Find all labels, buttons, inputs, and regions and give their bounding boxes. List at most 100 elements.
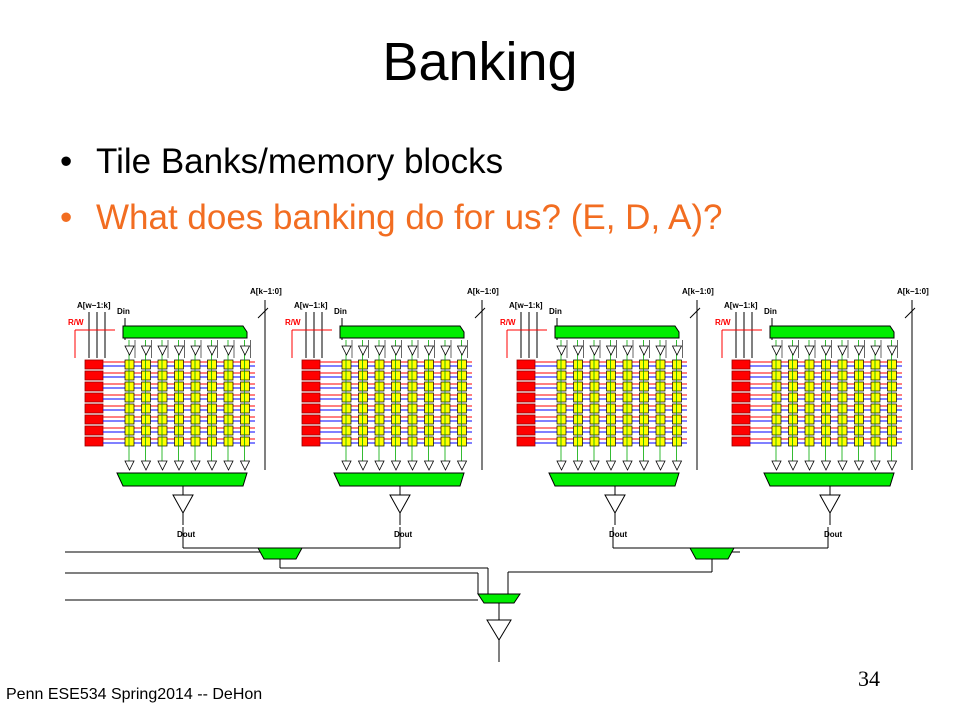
memory-cell: [655, 392, 666, 403]
memory-cell: [358, 359, 368, 370]
memory-cell: [870, 436, 881, 447]
memory-cell: [124, 425, 135, 436]
memory-cell: [771, 370, 782, 381]
memory-cell: [457, 403, 467, 414]
write-driver: [870, 345, 881, 356]
memory-cell: [124, 359, 135, 370]
dout-label: Dout: [394, 530, 413, 539]
memory-cell: [190, 370, 201, 381]
memory-cell: [391, 414, 401, 425]
memory-cell: [391, 381, 401, 392]
memory-cell: [870, 403, 881, 414]
memory-cell: [374, 392, 385, 403]
memory-cell: [821, 392, 831, 403]
memory-cell: [358, 436, 368, 447]
memory-cell: [837, 392, 848, 403]
memory-cell: [589, 370, 600, 381]
memory-cell: [573, 359, 583, 370]
sense-amp: [407, 460, 418, 471]
memory-cell: [788, 425, 798, 436]
sense-amp: [341, 460, 352, 471]
decoder-cell: [301, 425, 321, 436]
memory-cell: [157, 436, 168, 447]
memory-cell: [157, 425, 168, 436]
column-mux-bottom: [548, 472, 680, 487]
memory-cell: [788, 414, 798, 425]
memory-cell: [457, 370, 467, 381]
memory-cell: [606, 359, 616, 370]
memory-cell: [622, 414, 633, 425]
memory-cell: [207, 414, 217, 425]
write-driver: [190, 345, 201, 356]
footer-text: Penn ESE534 Spring2014 -- DeHon: [6, 686, 263, 703]
output-mux-tree: [65, 527, 829, 662]
memory-cell: [672, 381, 682, 392]
dout-label: Dout: [609, 530, 628, 539]
write-driver: [124, 345, 135, 356]
final-output-buffer: [486, 619, 512, 641]
memory-cell: [622, 403, 633, 414]
memory-cell: [837, 436, 848, 447]
memory-cell: [870, 370, 881, 381]
write-driver: [671, 345, 683, 356]
decoder-cell: [516, 414, 536, 425]
memory-cell: [672, 359, 682, 370]
address-high-label: A[w−1:k]: [77, 301, 111, 310]
memory-cell: [788, 381, 798, 392]
memory-cell: [771, 403, 782, 414]
memory-cell: [207, 403, 217, 414]
memory-cell: [341, 392, 352, 403]
write-driver: [804, 345, 815, 356]
write-driver: [556, 345, 567, 356]
decoder-cell: [301, 436, 321, 447]
banked-memory-diagram: A[w−1:k]DinR/WA[k−1:0]DoutA[w−1:k]DinR/W…: [65, 287, 929, 662]
memory-cell: [887, 392, 897, 403]
din-label: Din: [764, 307, 777, 316]
column-mux-top: [339, 325, 465, 339]
sense-amp: [853, 460, 865, 471]
memory-cell: [124, 370, 135, 381]
memory-cell: [788, 392, 798, 403]
output-mux-level1: [689, 547, 735, 560]
memory-cell: [223, 414, 234, 425]
memory-cell: [174, 381, 184, 392]
memory-cell: [207, 425, 217, 436]
memory-cell: [240, 436, 250, 447]
memory-cell: [804, 436, 815, 447]
memory-cell: [655, 436, 666, 447]
memory-cell: [457, 381, 467, 392]
memory-cell: [589, 392, 600, 403]
memory-cell: [771, 392, 782, 403]
memory-cell: [391, 392, 401, 403]
memory-cell: [837, 359, 848, 370]
memory-cell: [240, 359, 250, 370]
memory-cell: [837, 414, 848, 425]
memory-cell: [870, 414, 881, 425]
sense-amp: [837, 460, 848, 471]
memory-cell: [240, 370, 250, 381]
sense-amp: [820, 460, 832, 471]
decoder-cell: [84, 381, 104, 392]
memory-cell: [589, 359, 600, 370]
write-driver: [886, 345, 898, 356]
memory-cell: [157, 403, 168, 414]
memory-cell: [870, 425, 881, 436]
decoder-cell: [516, 381, 536, 392]
dout-label: Dout: [824, 530, 843, 539]
memory-cell: [174, 414, 184, 425]
memory-cell: [556, 370, 567, 381]
decoder-cell: [84, 436, 104, 447]
memory-cell: [190, 436, 201, 447]
memory-cell: [424, 425, 434, 436]
memory-cell: [374, 436, 385, 447]
memory-cell: [854, 392, 864, 403]
sense-amp: [206, 460, 218, 471]
memory-cell: [374, 381, 385, 392]
memory-cell: [407, 414, 418, 425]
memory-cell: [589, 381, 600, 392]
write-driver: [589, 345, 600, 356]
